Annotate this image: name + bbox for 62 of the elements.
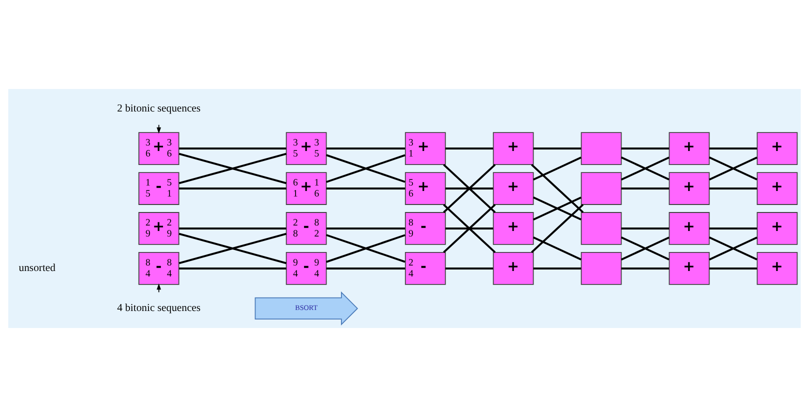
connector — [445, 228, 494, 230]
node-box — [580, 252, 622, 285]
node-box: 8 - 8 4 4 — [138, 252, 180, 285]
connector — [621, 188, 669, 190]
connector — [179, 228, 286, 230]
node-box: + — [668, 212, 710, 245]
connector — [621, 148, 669, 150]
connector — [179, 268, 286, 270]
connector — [709, 148, 757, 150]
arrow — [156, 283, 162, 293]
connector — [445, 268, 494, 270]
node-box: + — [756, 252, 798, 285]
connector — [179, 148, 286, 150]
connector — [532, 236, 582, 260]
connector — [445, 188, 494, 190]
connector — [326, 148, 405, 150]
connector — [709, 268, 757, 270]
connector — [709, 228, 757, 230]
node-text: 4 bitonic sequences — [117, 303, 201, 314]
node-box: + — [756, 212, 798, 245]
connector — [443, 204, 496, 254]
node-box: 9 - 9 4 4 — [286, 252, 327, 285]
connector — [326, 154, 406, 183]
connector — [326, 228, 405, 230]
node-box — [580, 132, 622, 165]
node-box — [580, 172, 622, 205]
connector — [531, 164, 584, 214]
node-text: 2 bitonic sequences — [117, 103, 201, 114]
connector — [532, 156, 582, 181]
label: unsorted — [18, 263, 56, 274]
connector — [445, 148, 494, 150]
connector — [178, 152, 286, 184]
connector — [179, 188, 286, 190]
node-box: + — [492, 172, 534, 205]
connector — [621, 228, 669, 230]
node-box — [580, 212, 622, 245]
node-box: 2 - 8 8 2 — [286, 212, 327, 245]
node-box: 3 + 1 — [404, 132, 446, 165]
connector — [533, 148, 582, 150]
connector — [326, 268, 405, 270]
node-box: + — [756, 172, 798, 205]
node-box: + — [756, 132, 798, 165]
node-box: + — [492, 212, 534, 245]
node-box: + — [492, 132, 534, 165]
connector — [531, 204, 584, 254]
connector — [709, 188, 757, 190]
connector — [326, 234, 406, 263]
connector — [532, 196, 582, 220]
node-box: 8 - 9 — [404, 212, 446, 245]
connector — [326, 188, 405, 190]
connector — [621, 268, 669, 270]
node-box: + — [668, 252, 710, 285]
connector — [533, 268, 582, 270]
connector — [178, 232, 286, 264]
node-box: + — [492, 252, 534, 285]
node-box: + — [668, 172, 710, 205]
node-box: 5 + 6 — [404, 172, 446, 205]
node-box: 1 - 5 5 1 — [138, 172, 180, 205]
connector — [443, 164, 496, 214]
arrow — [156, 124, 162, 134]
node-box: + — [668, 132, 710, 165]
node-box: 2 - 4 — [404, 252, 446, 285]
